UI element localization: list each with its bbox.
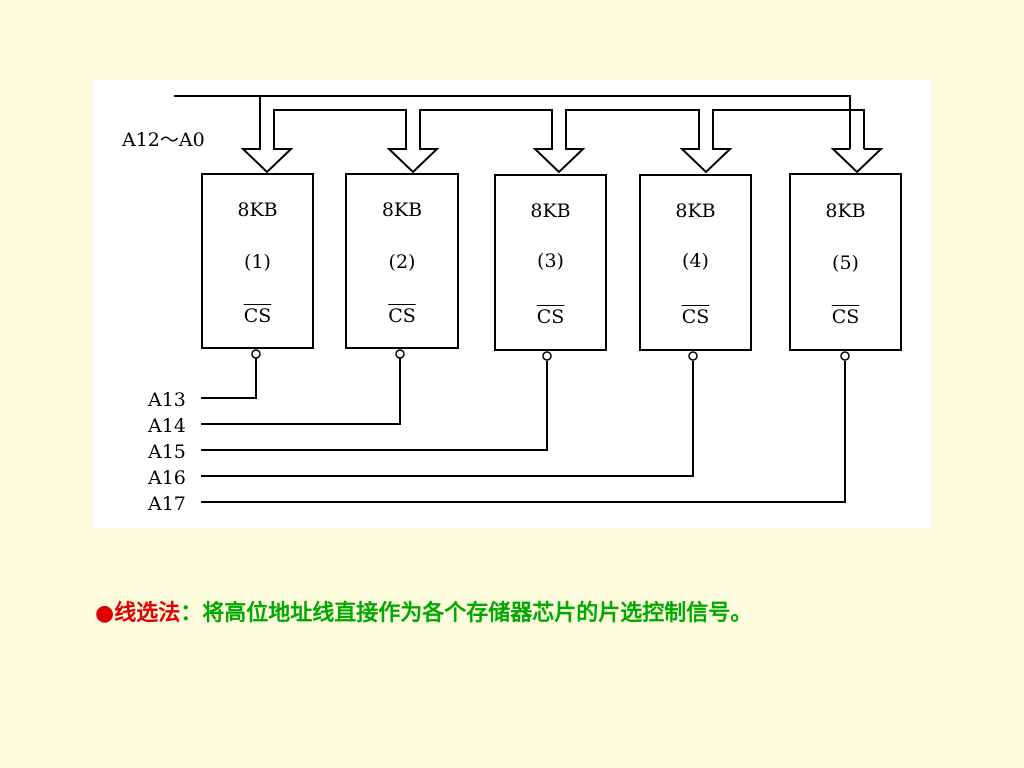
- chip-cs-label: CS: [536, 306, 565, 328]
- memory-chip-3: 8KB (3) CS: [494, 174, 607, 351]
- select-label-a15: A15: [148, 441, 186, 463]
- cs-bubble-1: [251, 349, 261, 359]
- caption: ●线选法：将高位地址线直接作为各个存储器芯片的片选控制信号。: [95, 598, 975, 628]
- chip-index: (4): [682, 250, 709, 272]
- select-label-a13: A13: [148, 389, 186, 411]
- chip-cs-wrap: CS: [641, 306, 750, 328]
- memory-chip-diagram: A12～A0 8KB (1) CS 8KB (2) CS 8KB (3) CS …: [93, 80, 931, 528]
- memory-chip-5: 8KB (5) CS: [789, 173, 902, 351]
- chip-cs-wrap: CS: [496, 306, 605, 328]
- cs-bubble-4: [688, 351, 698, 361]
- select-line-a16: [201, 361, 694, 477]
- chip-size: 8KB: [530, 200, 571, 222]
- chip-index: (2): [388, 251, 416, 273]
- chip-size: 8KB: [825, 200, 866, 222]
- chip-cs-label: CS: [681, 306, 710, 328]
- chip-cs-label: CS: [243, 305, 272, 327]
- select-label-a16: A16: [148, 467, 186, 489]
- chip-cs-label: CS: [831, 306, 860, 328]
- memory-chip-2: 8KB (2) CS: [345, 173, 459, 349]
- select-line-a14: [201, 358, 401, 425]
- bullet-icon: ●: [95, 600, 115, 626]
- cs-bubble-2: [395, 349, 405, 359]
- chip-index: (5): [832, 252, 859, 274]
- address-bus-label: A12～A0: [122, 129, 205, 151]
- chip-index: (1): [244, 251, 271, 273]
- caption-separator: ：: [180, 600, 203, 626]
- cs-bubble-3: [542, 351, 552, 361]
- bus-arrow-2: [386, 121, 440, 174]
- bus-arrow-1: [240, 121, 294, 174]
- chip-index: (3): [537, 250, 564, 272]
- cs-bubble-5: [840, 351, 850, 361]
- memory-chip-1: 8KB (1) CS: [201, 173, 314, 349]
- address-bus-outer: [174, 95, 865, 149]
- bus-arrow-5: [830, 148, 884, 174]
- select-line-a13: [201, 358, 257, 399]
- method-name: 线选法: [114, 600, 181, 626]
- memory-chip-4: 8KB (4) CS: [639, 174, 752, 351]
- caption-text: 将高位地址线直接作为各个存储器芯片的片选控制信号。: [202, 600, 753, 626]
- select-label-a14: A14: [148, 415, 186, 437]
- bus-arrow-3: [532, 121, 586, 174]
- chip-size: 8KB: [675, 200, 716, 222]
- chip-size: 8KB: [237, 199, 278, 221]
- chip-cs-wrap: CS: [203, 305, 312, 327]
- select-line-a17: [201, 361, 846, 503]
- chip-size: 8KB: [381, 199, 423, 221]
- chip-cs-label: CS: [388, 305, 416, 327]
- chip-cs-wrap: CS: [347, 305, 457, 327]
- select-line-a15: [201, 361, 548, 451]
- diagram-wiring: [174, 95, 884, 503]
- chip-cs-wrap: CS: [791, 306, 900, 328]
- bus-arrow-4: [679, 121, 733, 174]
- select-label-a17: A17: [148, 493, 186, 515]
